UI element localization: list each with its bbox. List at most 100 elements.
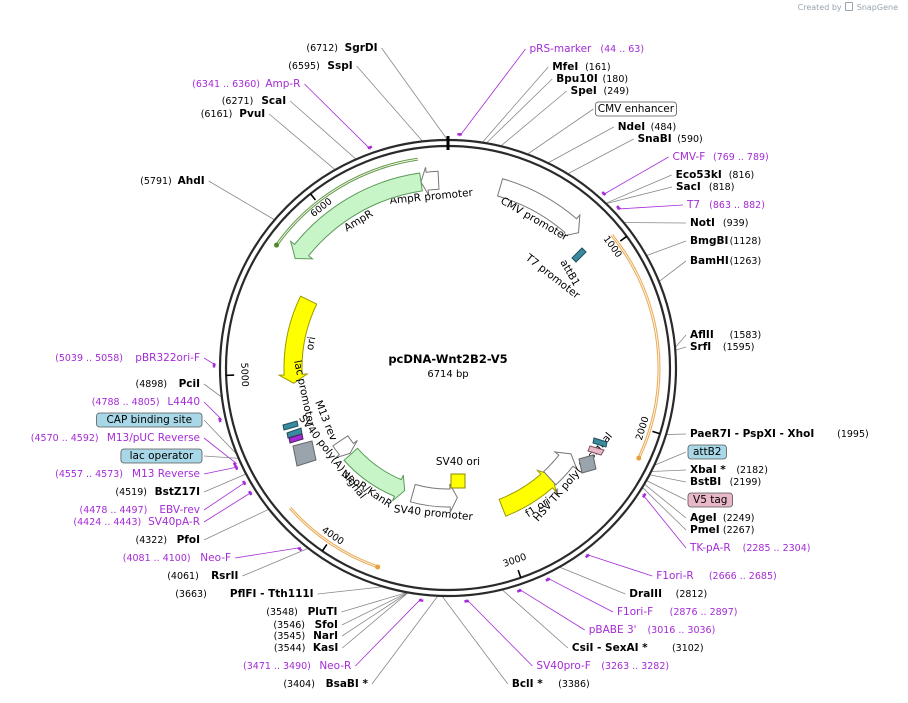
f1ori-f-primer-label: F1ori-F (2876 .. 2897) [617,606,737,618]
site-position: (816) [729,170,755,181]
v5-tag-box-label: V5 tag [687,492,733,508]
site-name: BsaBI * [326,678,369,690]
site-position: (5791) [140,176,172,187]
pbabe-3-primer-label: pBABE 3'(3016 .. 3036) [589,624,716,636]
bmgbi-connector [646,240,687,257]
site-position: (1995) [837,429,869,440]
t7-connector [616,204,684,210]
site-position: (3404) [283,679,315,690]
saci-connector [605,186,673,204]
site-name: XbaI * [690,464,726,476]
pvui-connector [268,113,336,171]
primer-name: M13 Reverse [132,468,200,480]
tick-mark [309,193,317,201]
credit-text: Created by [797,3,842,12]
draiii-connector [559,566,626,595]
m13-reverse-primer-label: M13 Reverse(4557 .. 4573) [55,468,200,480]
site-position: (939) [723,218,749,229]
spei-site-label: SpeI(249) [571,85,629,97]
site-name: SrfI [690,341,711,353]
feature-box-label: lac operator [130,450,194,462]
bstz17i-connector [203,473,247,493]
site-position: (4322) [136,535,168,546]
pbr322ori-f-primer-label: pBR322ori-F (5039 .. 5058) [55,352,200,364]
snapgene-icon [845,2,854,11]
primer-range: (4424 .. 4443) [73,517,141,528]
primer-range: (5039 .. 5058) [55,353,123,364]
sv40pro-f-primer-label: SV40pro-F(3263 .. 3282) [536,660,669,672]
neo-f-primer-label: Neo-F(4081 .. 4100) [123,552,231,564]
site-name: PvuI [239,108,265,120]
m13-rev-mark [288,433,304,444]
pmei-connector [642,487,687,531]
t7-primer-mark [616,205,621,211]
cmv-promoter-arrow [496,178,581,237]
bmgbi-site-label: BmgBI(1128) [690,235,761,247]
site-name: PmeI [690,524,720,536]
primer-name: Neo-R [319,660,351,672]
feature-box [96,412,203,428]
neo-f-connector [234,547,302,559]
attb2-mark [578,454,597,474]
site-position: (1128) [730,236,762,247]
amp-r-primer-mark [367,145,373,150]
ebv-rev-primer-label: EBV-rev(4478 .. 4497) [80,504,200,516]
site-name: PflFI - Tth111I [230,588,314,600]
site-name: SfoI [315,619,338,631]
primer-range: (769 .. 789) [713,152,769,163]
sv40pa-r-primer-label: SV40pA-R(4424 .. 4443) [73,516,200,528]
site-position: (6161) [201,109,233,120]
bsabi-site-label: BsaBI * (3404) [283,678,368,690]
neo-r-primer-label: Neo-R(3471 .. 3490) [243,660,351,672]
pluti-connector [341,591,408,613]
site-position: (3663) [175,589,207,600]
paer7i-pspxi-xhoi-site-label: PaeR7I - PspXI - XhoI(1995) [690,428,869,440]
feature-box-label: CAP binding site [106,414,192,426]
ebv-rev-connector [203,481,247,511]
primer-name: F1ori-F [617,606,653,618]
mfei-site-label: MfeI(161) [552,61,610,73]
primer-name: pBR322ori-F [135,352,200,364]
neo-f-primer-mark [297,546,303,552]
site-name: KasI [313,642,338,654]
snapgene-credit: Created by SnapGene [798,2,898,12]
primer-range: (4570 .. 4592) [31,433,99,444]
f1ori-r-primer-label: F1ori-R(2666 .. 2685) [656,570,776,582]
map-labels: SgrDI(6712)SspI(6595)ScaI(6271)PvuI(6161… [31,42,869,690]
sv40pa-r-connector [203,491,253,523]
lac-operator-connector [203,455,239,459]
ampr-promoter-arrow [420,167,440,196]
ampr-arrow [289,172,423,260]
scai-site-label: ScaI(6271) [222,95,286,107]
sv40pa-r-primer-mark [248,490,253,496]
site-position: (1595) [723,342,755,353]
site-name: AflII [690,329,714,341]
pcii-site-label: PciI(4898) [136,378,200,390]
primer-name: pRS-marker [530,43,593,55]
tick-mark [321,543,328,552]
primer-range: (863 .. 882) [709,200,765,211]
site-position: (2249) [723,513,755,524]
eco53ki-connector [605,174,672,204]
site-name: PfoI [177,534,200,546]
primer-range: (4788 .. 4805) [92,397,160,408]
cmv-enhancer-box-label: CMV enhancer [594,101,677,117]
bpu10i-site-label: Bpu10I(180) [556,73,628,85]
primer-name: T7 [686,199,700,211]
site-name: DraIII [629,588,662,600]
primer-range: (3263 .. 3282) [601,661,669,672]
site-position: (590) [677,134,703,145]
primer-range: (2876 .. 2897) [670,607,738,618]
draiii-site-label: DraIII(2812) [629,588,707,600]
site-position: (3102) [672,643,704,654]
plasmid-length: 6714 bp [427,369,468,380]
tk-pa-r-primer-label: TK-pA-R(2285 .. 2304) [689,542,810,554]
amp-r-connector [304,83,371,150]
site-position: (3544) [274,643,306,654]
cap-binding-site-box-label: CAP binding site [96,412,203,428]
csii-sexai-site-label: CsiI - SexAI *(3102) [572,642,704,654]
snabi-site-label: SnaBI(590) [638,133,703,145]
ndei-connector [547,126,614,164]
site-name: NotI [690,217,715,229]
site-position: (4061) [167,571,199,582]
